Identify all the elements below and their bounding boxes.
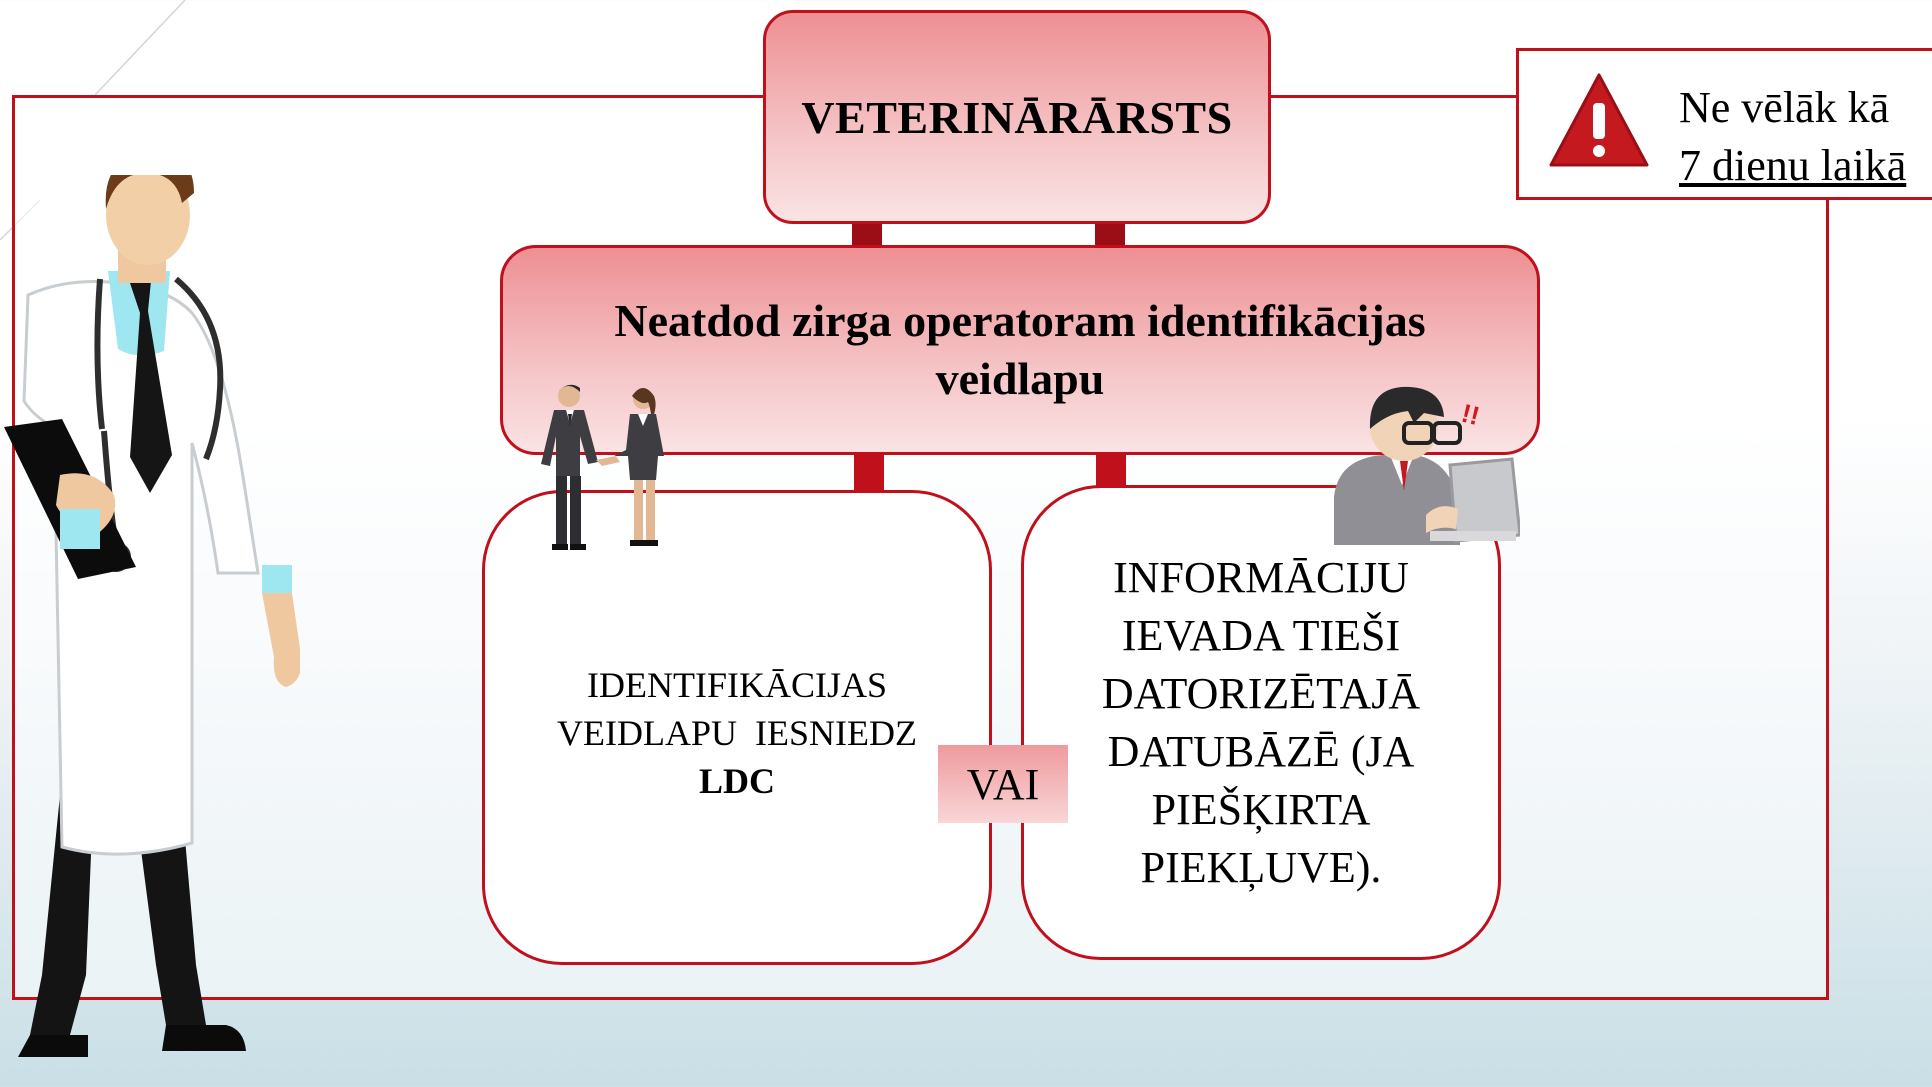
or-label-text: VAI	[966, 759, 1040, 809]
option-ldc-line1: IDENTIFIKĀCIJAS	[586, 664, 887, 705]
doctor-illustration	[4, 175, 300, 1057]
action-box: Neatdod zirga operatoram identifikācijas…	[500, 245, 1540, 455]
option-ldc-box: IDENTIFIKĀCIJAS VEIDLAPU IESNIEDZ LDC	[482, 490, 992, 965]
action-text: Neatdod zirga operatoram identifikācijas…	[614, 295, 1426, 404]
computer-user-icon: !!	[1334, 386, 1520, 545]
connector-left	[852, 222, 882, 248]
option-database-text: INFORMĀCIJU IEVADA TIEŠI DATORIZĒTAJĀ DA…	[1101, 552, 1421, 892]
warning-line2: 7 dienu laikā	[1679, 141, 1907, 190]
option-ldc-line2: VEIDLAPU IESNIEDZ	[557, 712, 917, 753]
svg-text:!!: !!	[1459, 398, 1483, 431]
warning-line1: Ne vēlāk kā	[1679, 83, 1890, 132]
option-ldc-line3: LDC	[698, 760, 775, 801]
or-label: VAI	[938, 745, 1068, 823]
veterinarian-title: VETERINĀRĀRSTS	[801, 91, 1233, 143]
warning-box: Ne vēlāk kā 7 dienu laikā	[1516, 48, 1932, 200]
option-database-box: INFORMĀCIJU IEVADA TIEŠI DATORIZĒTAJĀ DA…	[1021, 485, 1501, 960]
handshake-people-icon	[541, 384, 664, 550]
warning-triangle-icon	[1549, 73, 1649, 167]
veterinarian-box: VETERINĀRĀRSTS	[763, 10, 1271, 224]
connector-right	[1095, 222, 1125, 248]
